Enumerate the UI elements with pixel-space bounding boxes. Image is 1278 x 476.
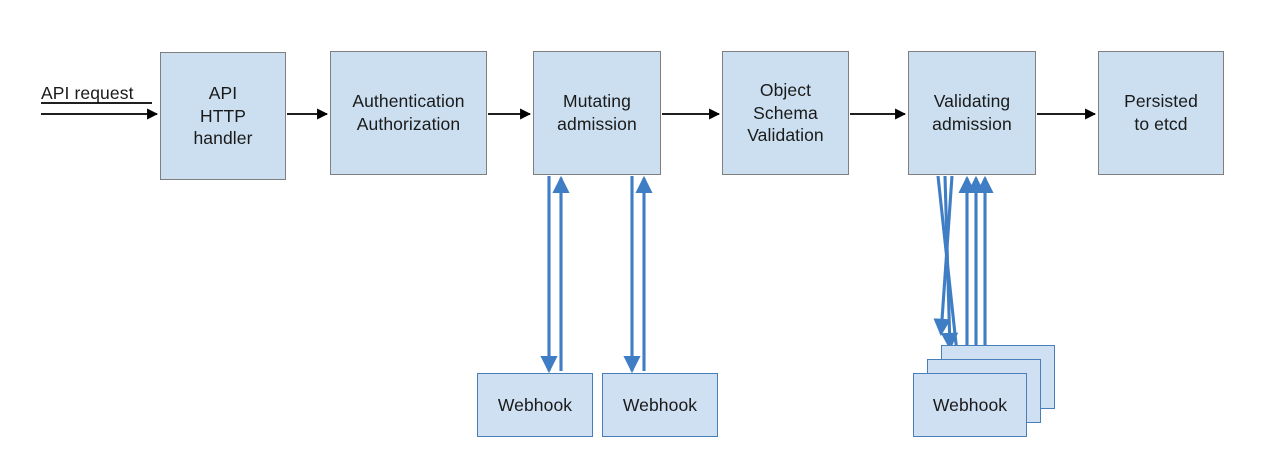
webhook-box-mutating-2[interactable]: Webhook <box>602 373 718 437</box>
webhook-call-validating-2 <box>940 175 985 371</box>
webhook-call-validating-1 <box>936 175 976 371</box>
webhook-call-validating-3 <box>933 175 994 371</box>
webhook-call-mutating-2 <box>623 175 653 374</box>
stage-api-http-handler[interactable]: API HTTP handler <box>160 52 286 180</box>
stage-persisted-to-etcd[interactable]: Persisted to etcd <box>1098 51 1224 175</box>
entry-label: API request <box>41 83 134 103</box>
stage-object-schema-validation[interactable]: Object Schema Validation <box>722 51 849 175</box>
stage-authn-authz[interactable]: Authentication Authorization <box>330 51 487 175</box>
webhook-box-mutating-1[interactable]: Webhook <box>477 373 593 437</box>
webhook-box-validating-stack-front[interactable]: Webhook <box>913 373 1027 437</box>
webhook-call-mutating-1 <box>540 175 570 374</box>
stage-validating-admission[interactable]: Validating admission <box>908 51 1036 175</box>
stage-mutating-admission[interactable]: Mutating admission <box>533 51 661 175</box>
